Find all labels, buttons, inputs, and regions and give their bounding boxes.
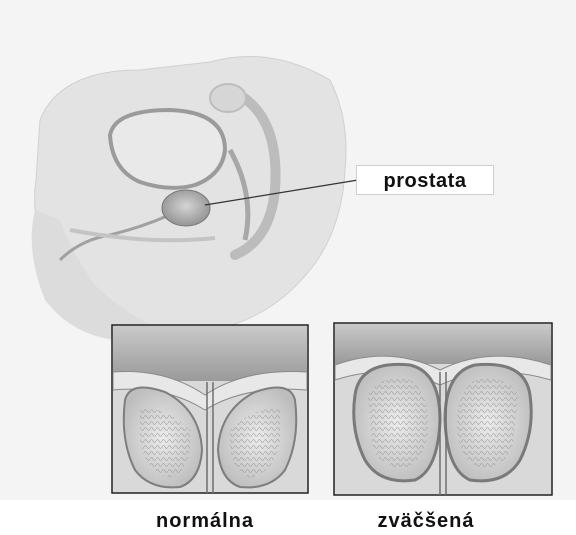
prostata-label: prostata bbox=[356, 165, 494, 195]
bladder-outline bbox=[110, 110, 225, 188]
normal-label: normálna bbox=[126, 508, 284, 535]
prostate-gland bbox=[162, 190, 210, 226]
inset-normal bbox=[112, 325, 308, 493]
enlarged-label: zväčšená bbox=[352, 508, 500, 535]
inset-enlarged bbox=[334, 323, 552, 495]
vertebra-shape bbox=[210, 84, 246, 112]
